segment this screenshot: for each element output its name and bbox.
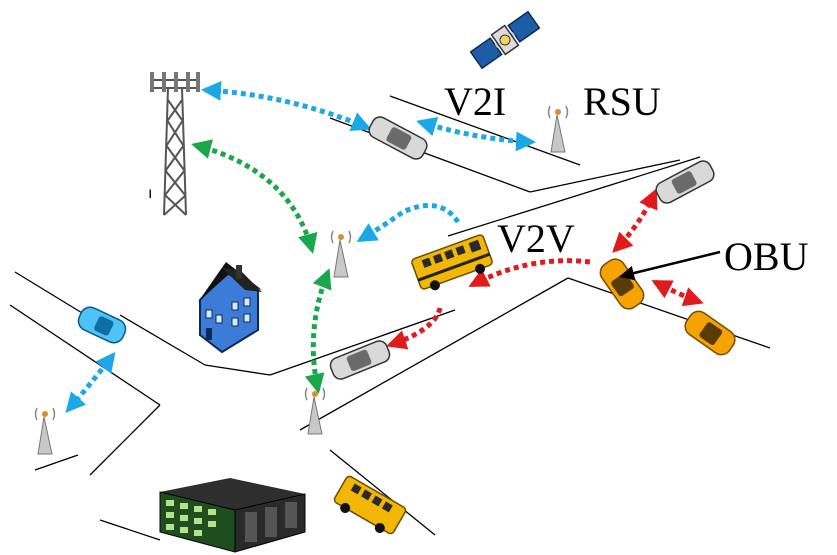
rsu-label: RSU <box>583 79 661 124</box>
school-bus-icon <box>333 475 407 535</box>
cell-tower-icon: ı <box>148 72 200 216</box>
rsu-to-rsu-link <box>304 268 332 394</box>
tower-to-sedan-link <box>201 80 372 131</box>
rsu-antenna-icon <box>34 407 56 455</box>
satellite-icon <box>469 10 541 70</box>
infrastructure-links <box>191 139 332 394</box>
car-to-car-link <box>386 307 443 350</box>
rsu-antenna-icon <box>330 230 352 278</box>
school-bus-icon <box>411 234 493 291</box>
office-building-icon <box>159 478 306 553</box>
taxi-icon <box>684 310 736 356</box>
tower-to-rsu-link <box>191 139 318 254</box>
compact-car-icon <box>77 306 127 344</box>
v2i-links <box>65 80 536 414</box>
obu-to-sedan-link <box>612 188 658 253</box>
tower-mark: ı <box>148 185 152 202</box>
v2v-label: V2V <box>497 216 575 261</box>
obu-to-taxi-link <box>651 279 704 307</box>
sedan-to-rsu-link <box>416 117 536 152</box>
v2i-label: V2I <box>444 79 506 124</box>
obu-label: OBU <box>724 234 809 279</box>
house-icon <box>198 262 262 354</box>
bus-to-rsu-link <box>356 203 461 243</box>
obu-to-bus-link <box>468 258 591 288</box>
sedan-icon <box>655 160 715 204</box>
car-to-rsu-link <box>65 351 116 414</box>
v2v-links <box>386 188 704 350</box>
rsu-antenna-icon <box>304 387 326 435</box>
obu-pointer-arrow <box>619 250 721 281</box>
road-lines <box>9 95 771 541</box>
sedan-icon <box>368 116 428 160</box>
sedan-icon <box>329 340 391 380</box>
rsu-antenna-icon <box>547 105 569 153</box>
taxi-icon <box>599 258 645 310</box>
